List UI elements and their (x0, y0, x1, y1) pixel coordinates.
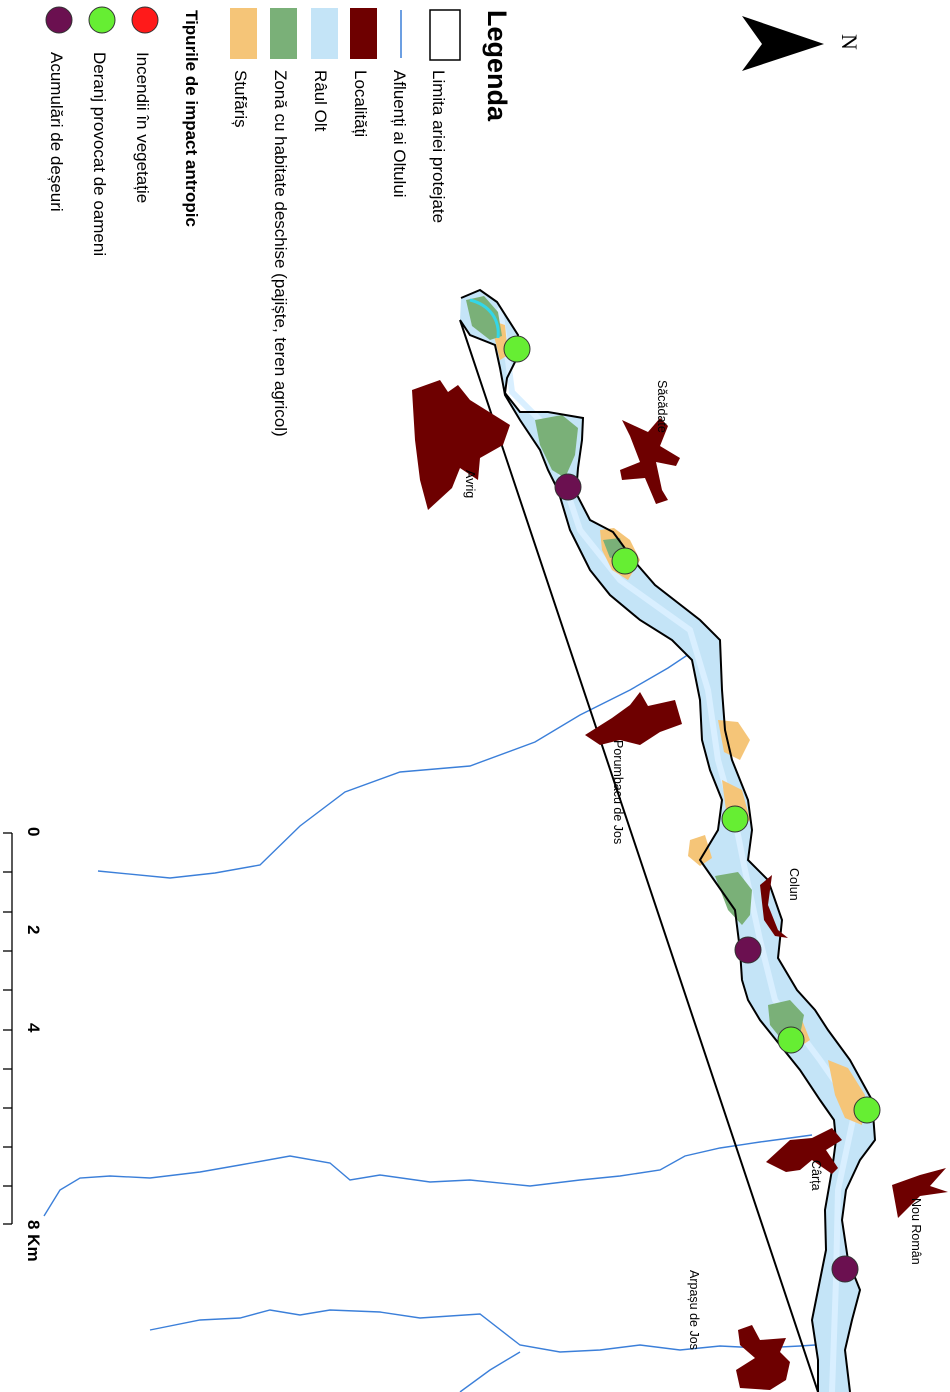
protected-area-boundary (459, 288, 877, 1392)
legend-symbol-waste (45, 6, 73, 34)
settlement-shape-porumbacu (585, 692, 682, 745)
settlement-shape-arpasu (736, 1325, 790, 1390)
settlement-label: Porumbacu de Jos (611, 740, 625, 844)
impact-point-deseuri (734, 936, 762, 964)
legend-label: Afluenți ai Oltului (390, 70, 409, 198)
legend: Legenda Limita ariei protejate Afluenți … (45, 6, 512, 437)
settlement-shape-colun (760, 875, 788, 938)
impact-points (503, 335, 881, 1283)
settlement-label: Nou Român (909, 1198, 923, 1265)
legend-label: Limita ariei protejate (429, 70, 448, 223)
impact-point-deseuri (831, 1255, 859, 1283)
settlement-label: Săcădate (655, 380, 669, 433)
legend-symbol-open-habitat (270, 8, 297, 59)
scale-label: 8 Km (24, 1220, 43, 1262)
scale-labels: 0 2 4 8 Km (24, 827, 43, 1262)
legend-label: Deranj provocat de oameni (90, 52, 109, 256)
settlement-shapes (412, 380, 948, 1390)
legend-symbol-boundary (429, 9, 461, 61)
legend-symbol-disturbance (88, 6, 116, 34)
legend-symbol-river (311, 8, 338, 59)
impact-point-deranj (777, 1026, 805, 1054)
legend-label: Acumulări de deșeuri (47, 52, 66, 212)
impact-point-deranj (611, 547, 639, 575)
legend-label: Zonă cu habitate deschise (pajiște, tere… (271, 70, 290, 437)
settlement-shape-carta (766, 1128, 842, 1174)
legend-label: Râul Olt (311, 70, 330, 132)
north-arrow-icon (742, 16, 824, 71)
legend-label: Incendii în vegetație (133, 52, 152, 203)
upper-stream-cyan (469, 298, 500, 339)
legend-title: Legenda (482, 10, 512, 122)
legend-label: Stufăriș (231, 70, 250, 128)
north-arrow: N (742, 16, 862, 71)
tributary-porumbacu (97, 644, 706, 879)
scale-bar (3, 832, 13, 1225)
settlement-labels: Săcădate Avrig Porumbacu de Jos Colun Câ… (463, 380, 923, 1350)
settlement-label: Colun (787, 868, 801, 901)
impact-point-deranj (721, 805, 749, 833)
legend-symbol-reed (230, 8, 257, 59)
impact-point-deranj (853, 1096, 881, 1124)
tributaries (43, 644, 816, 1392)
settlement-label: Cârța (809, 1160, 823, 1191)
settlement-shape-avrig (412, 380, 510, 510)
legend-symbol-fire (131, 6, 159, 34)
legend-label: Localități (351, 70, 370, 137)
settlement-shape-sacadate (620, 418, 680, 504)
legend-symbol-settlement (350, 8, 377, 59)
settlement-label: Avrig (463, 470, 477, 498)
scale-label: 0 (24, 827, 43, 836)
impact-point-deseuri (554, 473, 582, 501)
scale-label: 2 (24, 925, 43, 934)
legend-impact-title: Tipurile de impact antropic (182, 10, 201, 227)
tributary-arpasu (149, 1309, 816, 1353)
open-habitat-areas (466, 296, 804, 1040)
tributary-arpasu-2 (459, 1351, 521, 1392)
settlement-shape-nou-roman (892, 1168, 948, 1218)
impact-point-deranj (503, 335, 531, 363)
scale-label: 4 (24, 1023, 43, 1033)
north-label: N (837, 34, 862, 50)
tributary-carta (43, 1134, 813, 1217)
settlement-label: Arpașu de Jos (687, 1270, 701, 1350)
